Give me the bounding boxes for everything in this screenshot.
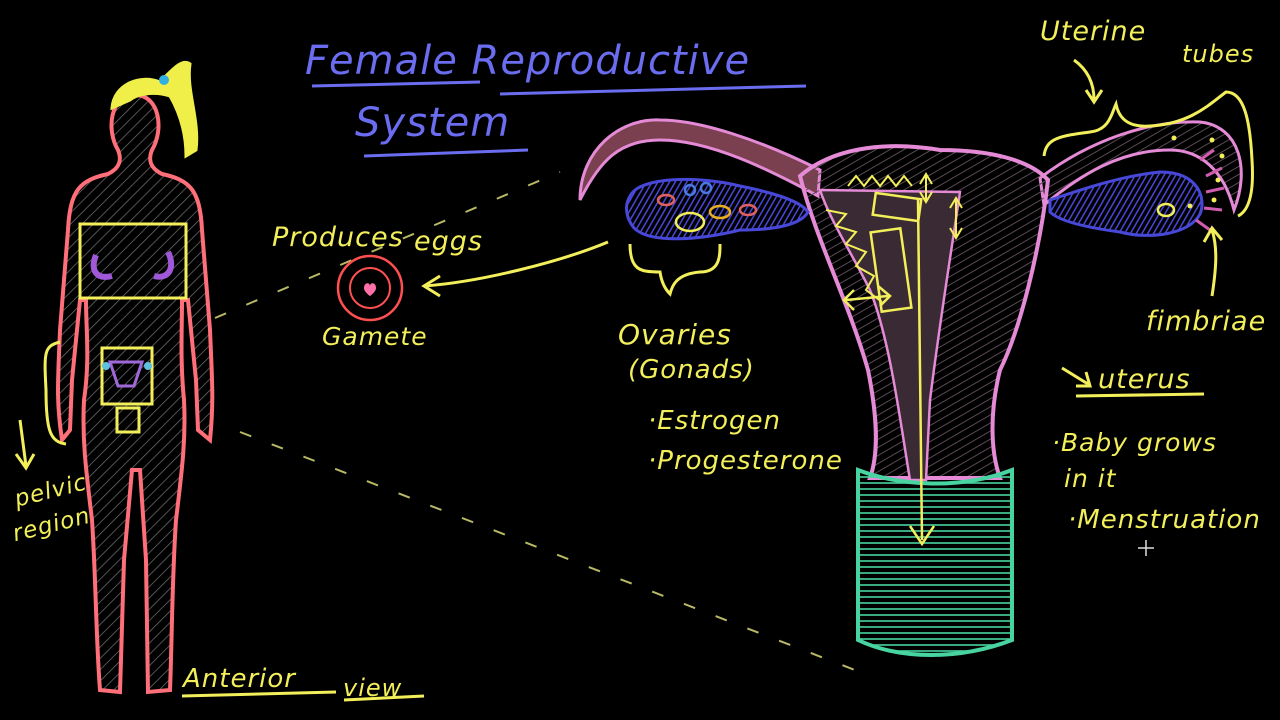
label-ovaries: Ovaries	[618, 318, 732, 351]
mini-ovary-left	[102, 362, 110, 370]
label-baby-line-1: ·Baby grows	[1052, 428, 1217, 457]
label-tubes: tubes	[1182, 40, 1254, 68]
human-figure	[16, 62, 212, 692]
ovary-left	[627, 179, 808, 238]
label-estrogen: ·Estrogen	[648, 406, 781, 436]
hair-tie	[159, 75, 169, 85]
label-baby-line-2: in it	[1064, 464, 1117, 493]
label-gamete: Gamete	[322, 322, 428, 351]
label-progesterone: ·Progesterone	[648, 446, 843, 476]
cervix-vagina	[858, 470, 1012, 655]
uterine-arrow	[1074, 60, 1102, 102]
ovary-left-bracket	[630, 244, 720, 294]
mini-ovary-right	[144, 362, 152, 370]
label-view: view	[343, 674, 402, 702]
label-anterior: Anterior	[183, 664, 296, 694]
label-produces: Produces	[272, 222, 404, 253]
title-line-2: System	[355, 100, 510, 146]
label-menstruation: ·Menstruation	[1068, 505, 1261, 535]
label-fimbriae: fimbriae	[1146, 306, 1266, 337]
body-silhouette	[58, 95, 212, 692]
title-line-1: Female Reproductive	[305, 38, 750, 84]
label-eggs: eggs	[414, 226, 483, 257]
label-uterus: uterus	[1098, 364, 1191, 395]
label-uterine: Uterine	[1040, 16, 1146, 47]
pelvic-arrow	[16, 420, 34, 468]
cursor-crosshair-icon	[1138, 540, 1154, 556]
fimbriae-arrow	[1204, 228, 1222, 296]
uterus-label-arrow	[1062, 368, 1090, 386]
label-gonads: (Gonads)	[628, 355, 755, 385]
